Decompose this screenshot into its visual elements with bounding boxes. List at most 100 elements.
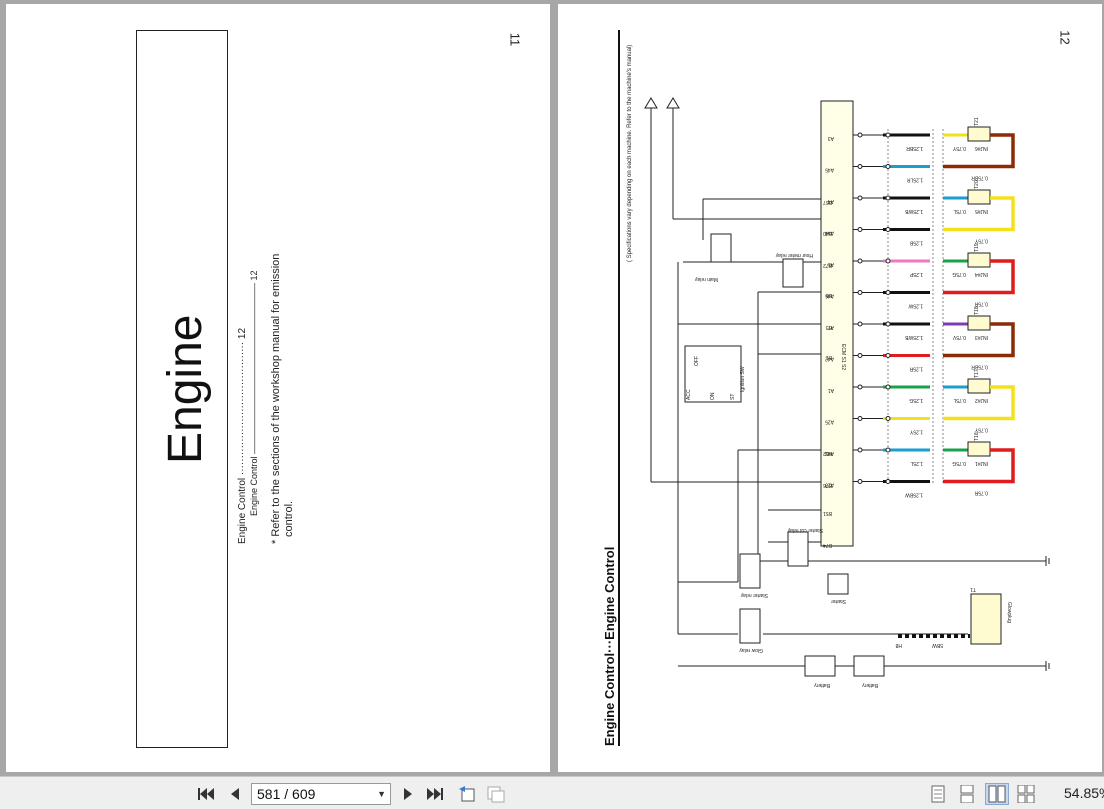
page-indicator: 581 / 609 bbox=[257, 786, 316, 802]
prev-page-button[interactable] bbox=[224, 784, 244, 804]
injector-loop bbox=[943, 385, 1015, 421]
injector-name: INJ#1 bbox=[975, 460, 988, 466]
starter-cut-relay-label: Starter cut relay bbox=[787, 527, 823, 533]
wire-label: 0.75BR bbox=[971, 364, 988, 370]
wire-label: 1.25B bbox=[909, 240, 923, 246]
single-page-icon bbox=[931, 785, 945, 803]
ecm-pin-label: B51 bbox=[823, 510, 832, 516]
ecm-pin-label: B3 bbox=[826, 324, 832, 330]
single-page-view-button[interactable] bbox=[928, 784, 948, 804]
page-number-input[interactable]: 581 / 609 ▼ bbox=[251, 783, 391, 805]
ecm-pin-label: A23 bbox=[825, 482, 834, 488]
wire-label: 1.25Y bbox=[909, 429, 923, 435]
ecm-pin-label: B5 bbox=[826, 292, 832, 298]
wire-label: 1.25WB bbox=[905, 208, 923, 214]
continuous-view-button[interactable] bbox=[957, 784, 977, 804]
ecm-pin-label: A25 bbox=[825, 419, 834, 425]
last-page-icon bbox=[427, 788, 443, 800]
connector-pin bbox=[857, 164, 863, 169]
ecm-pin-label: A42 bbox=[825, 356, 834, 362]
main-relay bbox=[710, 233, 732, 263]
starter-label: Starter bbox=[831, 598, 846, 604]
injector-name: INJ#2 bbox=[975, 397, 988, 403]
back-view-icon bbox=[459, 786, 475, 802]
toc-line-1: Engine Control ·························… bbox=[237, 327, 248, 544]
last-page-button[interactable] bbox=[425, 784, 445, 804]
main-relay-label: Main relay bbox=[694, 276, 718, 282]
connector-pin bbox=[885, 353, 891, 358]
viewer-toolbar: 581 / 609 ▼ 54.85% bbox=[0, 776, 1104, 809]
hour-meter-relay-label: Hour meter relay bbox=[775, 252, 813, 258]
connector-pin bbox=[857, 321, 863, 327]
ecm-pin-label: B1 bbox=[826, 354, 832, 360]
zoom-level[interactable]: 54.85% bbox=[1064, 785, 1104, 801]
connector-pin bbox=[885, 416, 891, 421]
connector-pin bbox=[857, 132, 863, 138]
wire-label: 0.75R bbox=[974, 301, 988, 307]
battery-1-label: Battery bbox=[814, 682, 830, 688]
connector-pin bbox=[857, 227, 863, 232]
injector-tag: T17 bbox=[974, 369, 980, 378]
glowplug-label: Glowplug bbox=[1006, 602, 1012, 623]
injector-coil bbox=[967, 189, 991, 205]
connector-pin bbox=[885, 164, 891, 169]
st-label: ST bbox=[730, 394, 736, 400]
connector-pin bbox=[885, 132, 891, 138]
starter-relay bbox=[739, 553, 761, 589]
connector-pin bbox=[857, 384, 863, 390]
starter bbox=[827, 573, 849, 595]
injector-loop bbox=[943, 133, 1015, 169]
injector-coil bbox=[967, 126, 991, 142]
connector-pin bbox=[885, 321, 891, 327]
first-page-button[interactable] bbox=[196, 784, 216, 804]
continuous-icon bbox=[960, 785, 974, 803]
document-page-right: 12 Engine Control···Engine Control ( Spe… bbox=[558, 4, 1102, 772]
connector-pin bbox=[857, 290, 863, 295]
glowplug bbox=[970, 593, 1002, 645]
connector-pin bbox=[857, 353, 863, 358]
connector-pin bbox=[857, 416, 863, 421]
wire-label: 1.25L bbox=[910, 460, 923, 466]
continuous-facing-view-button[interactable] bbox=[1016, 784, 1036, 804]
injector-coil bbox=[967, 378, 991, 394]
wire-label: 1.25P bbox=[909, 271, 923, 277]
facing-view-button[interactable] bbox=[985, 783, 1009, 805]
connector-pin bbox=[885, 384, 891, 390]
wire-h8-label: H8 bbox=[895, 642, 902, 648]
injector-tag: T20 bbox=[974, 180, 980, 189]
go-back-view-button[interactable] bbox=[457, 784, 477, 804]
ecm-pin-label: A43 bbox=[825, 450, 834, 456]
wire-label: 0.75Y bbox=[974, 427, 988, 433]
facing-icon bbox=[988, 785, 1006, 803]
injector-coil bbox=[967, 252, 991, 268]
wire-label: 0.75L bbox=[953, 208, 966, 214]
header-rule bbox=[618, 30, 620, 746]
title-frame bbox=[136, 30, 228, 748]
note-line-2: control. bbox=[283, 500, 295, 537]
connector-pin bbox=[885, 195, 891, 201]
wire-label: 0.75G bbox=[952, 460, 966, 466]
wire-label: 1.25BR bbox=[906, 145, 923, 151]
ecm-pin-label: A3 bbox=[828, 135, 834, 141]
wire-label: 1.25LR bbox=[906, 177, 923, 183]
wire-label: 1.25R bbox=[909, 366, 923, 372]
connector-pin bbox=[857, 479, 863, 484]
go-forward-view-button[interactable] bbox=[486, 784, 506, 804]
connector-pin bbox=[885, 479, 891, 484]
next-page-button[interactable] bbox=[398, 784, 418, 804]
glowplug-tag: T1 bbox=[970, 586, 976, 592]
chapter-title: Engine bbox=[159, 314, 212, 464]
ecm-pin-label: B57 bbox=[823, 199, 832, 205]
prev-page-icon bbox=[231, 788, 239, 800]
wire-label: 0.75R bbox=[974, 490, 988, 496]
wiring-diagram: 1.25BR1.25LR1.25WB1.25B1.25P1.25W1.25WB1… bbox=[644, 97, 1050, 688]
connector-pin bbox=[885, 447, 891, 453]
acc-label: ACC bbox=[686, 389, 692, 400]
battery-2-label: Battery bbox=[862, 682, 878, 688]
ecm-pin-label: A4 bbox=[828, 198, 834, 204]
starter-cut-relay bbox=[787, 531, 809, 567]
toc-line-2: Engine Control ——————————————————— 12 bbox=[249, 270, 259, 516]
off-label: OFF bbox=[694, 356, 700, 366]
ecm-pin-label: A46 bbox=[825, 293, 834, 299]
ecm-pin-label: B74 bbox=[823, 542, 832, 548]
